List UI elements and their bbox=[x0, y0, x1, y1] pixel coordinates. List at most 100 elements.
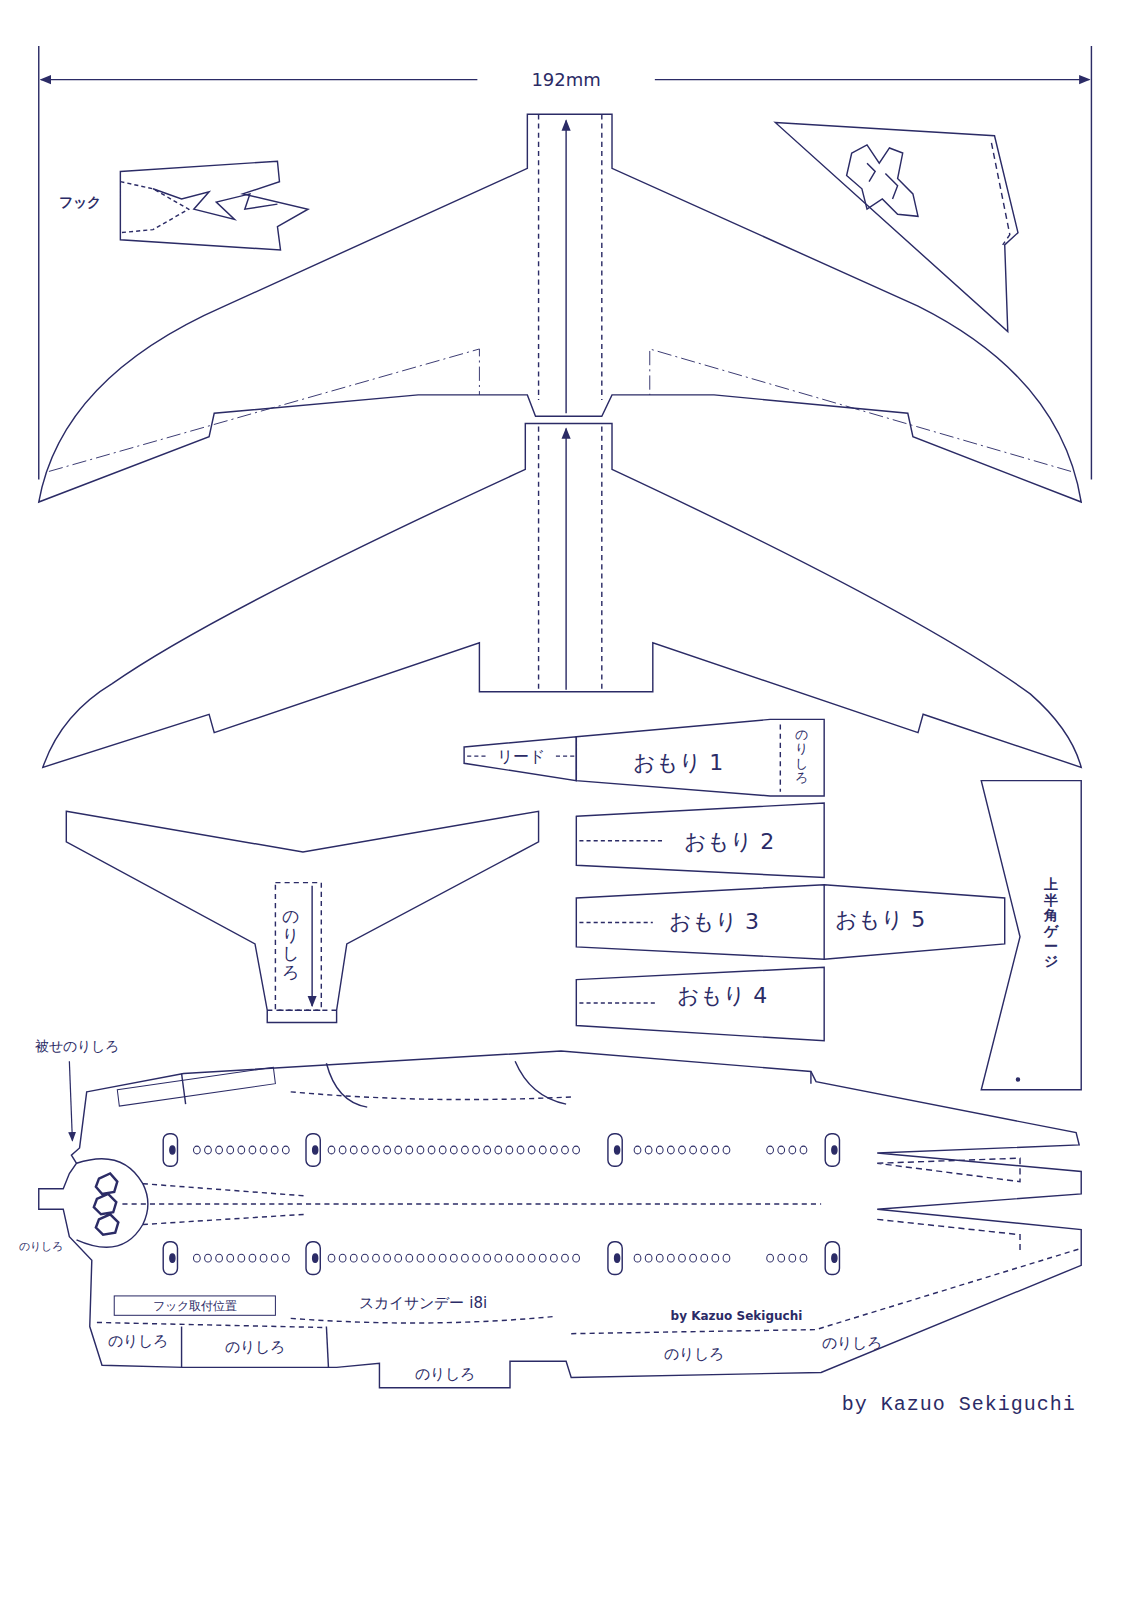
window-symbol bbox=[450, 1146, 457, 1154]
window-symbol bbox=[473, 1254, 480, 1262]
window-symbol bbox=[216, 1254, 223, 1262]
window-symbol bbox=[712, 1146, 719, 1154]
engine-symbol bbox=[825, 1134, 839, 1167]
window-symbol bbox=[528, 1254, 535, 1262]
engine-symbol bbox=[608, 1134, 622, 1167]
window-symbol bbox=[238, 1146, 245, 1154]
window-symbol bbox=[361, 1254, 368, 1262]
window-symbol bbox=[789, 1146, 796, 1154]
window-symbol bbox=[645, 1254, 652, 1262]
window-symbol bbox=[767, 1146, 774, 1154]
window-symbol bbox=[562, 1254, 569, 1262]
part-label: のりしろ bbox=[795, 729, 808, 786]
dimension-label: 192mm bbox=[531, 69, 600, 91]
engine-symbol bbox=[306, 1134, 320, 1167]
part-label: のりしろ bbox=[282, 906, 299, 981]
window-symbol bbox=[227, 1146, 234, 1154]
part-label: のりしろ bbox=[822, 1334, 882, 1352]
window-symbol bbox=[249, 1146, 256, 1154]
window-symbol bbox=[417, 1254, 424, 1262]
window-symbol bbox=[484, 1146, 491, 1154]
part-label: のりしろ bbox=[664, 1345, 724, 1363]
window-symbol bbox=[712, 1254, 719, 1262]
window-symbol bbox=[551, 1254, 558, 1262]
window-symbol bbox=[339, 1146, 346, 1154]
window-symbol bbox=[723, 1254, 730, 1262]
window-symbol bbox=[328, 1146, 335, 1154]
engine-symbol bbox=[163, 1242, 177, 1275]
dihedral-gauge: 上半角ゲージ bbox=[981, 781, 1083, 1092]
window-symbol bbox=[439, 1254, 446, 1262]
window-symbol bbox=[701, 1146, 708, 1154]
credit-text: by Kazuo Sekiguchi bbox=[842, 1393, 1076, 1417]
window-symbol bbox=[350, 1254, 357, 1262]
window-symbol bbox=[495, 1254, 502, 1262]
engine-symbol bbox=[163, 1134, 177, 1167]
stabilizer-piece: のりしろ bbox=[66, 809, 540, 1025]
window-symbol bbox=[679, 1146, 686, 1154]
window-symbol bbox=[484, 1254, 491, 1262]
window-symbol bbox=[778, 1146, 785, 1154]
window-symbol bbox=[690, 1146, 697, 1154]
window-symbol bbox=[645, 1146, 652, 1154]
window-symbol bbox=[690, 1254, 697, 1262]
part-label: 上半角ゲージ bbox=[1044, 877, 1058, 969]
weight-piece: おもり 2 bbox=[576, 801, 826, 881]
window-symbol bbox=[373, 1146, 380, 1154]
window-symbol bbox=[667, 1254, 674, 1262]
window-symbol bbox=[656, 1254, 663, 1262]
window-symbol bbox=[634, 1146, 641, 1154]
window-symbol bbox=[395, 1254, 402, 1262]
window-symbol bbox=[205, 1146, 212, 1154]
part-label: おもり 3 bbox=[669, 909, 759, 935]
part-label: おもり 4 bbox=[677, 983, 767, 1009]
window-symbol bbox=[800, 1146, 807, 1154]
part-label: リード bbox=[497, 748, 545, 767]
part-label: by Kazuo Sekiguchi bbox=[671, 1309, 803, 1323]
window-symbol bbox=[439, 1146, 446, 1154]
window-symbol bbox=[384, 1254, 391, 1262]
window-symbol bbox=[528, 1146, 535, 1154]
window-symbol bbox=[506, 1146, 513, 1154]
weight-piece: おもり 4 bbox=[576, 965, 826, 1043]
window-symbol bbox=[667, 1146, 674, 1154]
part-name: フック bbox=[59, 194, 101, 211]
window-symbol bbox=[462, 1146, 469, 1154]
engine-symbol bbox=[306, 1242, 320, 1275]
window-symbol bbox=[723, 1146, 730, 1154]
window-symbol bbox=[260, 1146, 267, 1154]
window-symbol bbox=[800, 1254, 807, 1262]
window-symbol bbox=[406, 1254, 413, 1262]
window-symbol bbox=[227, 1254, 234, 1262]
engine-symbol bbox=[608, 1242, 622, 1275]
callout-label: 被せのりしろ bbox=[35, 1038, 119, 1055]
window-symbol bbox=[573, 1254, 580, 1262]
window-symbol bbox=[506, 1254, 513, 1262]
window-symbol bbox=[573, 1146, 580, 1154]
window-symbol bbox=[339, 1254, 346, 1262]
window-symbol bbox=[249, 1254, 256, 1262]
window-symbol bbox=[282, 1146, 289, 1154]
window-symbol bbox=[789, 1254, 796, 1262]
window-symbol bbox=[634, 1254, 641, 1262]
window-symbol bbox=[216, 1146, 223, 1154]
window-symbol bbox=[193, 1254, 200, 1262]
window-symbol bbox=[428, 1254, 435, 1262]
window-symbol bbox=[450, 1254, 457, 1262]
window-symbol bbox=[384, 1146, 391, 1154]
engine-symbol bbox=[825, 1242, 839, 1275]
fuselage-piece: のりしろフック取付位置スカイサンデー i8iby Kazuo Sekiguchi… bbox=[37, 1049, 1084, 1390]
part-label: のりしろ bbox=[19, 1240, 63, 1253]
part-label: のりしろ bbox=[415, 1365, 475, 1383]
window-symbol bbox=[767, 1254, 774, 1262]
window-symbol bbox=[473, 1146, 480, 1154]
window-symbol bbox=[373, 1254, 380, 1262]
window-symbol bbox=[562, 1146, 569, 1154]
part-label: おもり 5 bbox=[835, 907, 925, 933]
window-symbol bbox=[282, 1254, 289, 1262]
window-symbol bbox=[462, 1254, 469, 1262]
window-symbol bbox=[539, 1146, 546, 1154]
window-symbol bbox=[361, 1146, 368, 1154]
